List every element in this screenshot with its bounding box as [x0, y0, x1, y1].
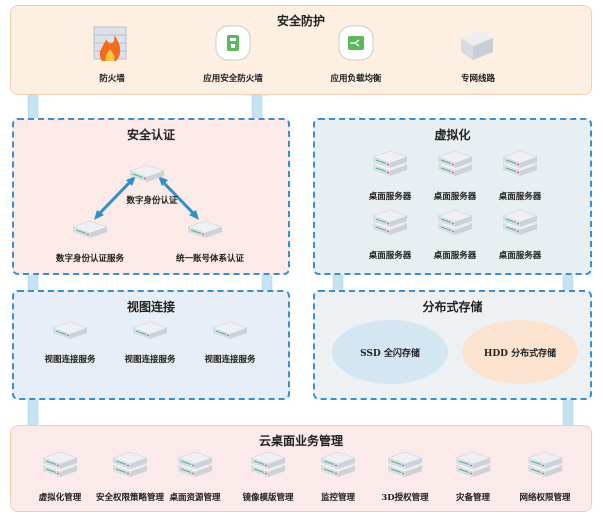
storage-title: 分布式存储 [422, 300, 483, 314]
server-icon [50, 320, 90, 346]
security-title: 安全防护 [276, 14, 325, 28]
auth-panel: 安全认证 [12, 118, 290, 275]
firewall-icon [90, 23, 130, 67]
waf-label: 应用安全防火墙 [203, 74, 263, 84]
hdd-label: HDD 分布式存储 [483, 348, 557, 359]
server-icon [210, 320, 250, 346]
mgmt-panel: 云桌面业务管理 [10, 425, 592, 512]
server-icon [370, 208, 410, 242]
hdd-storage: HDD 分布式存储 [462, 320, 578, 384]
server-icon [435, 149, 475, 183]
mgmt-item-label: 安全权限策略管理 [95, 493, 165, 503]
server-icon [435, 208, 475, 242]
server-icon [40, 450, 80, 484]
server-icon [185, 219, 225, 245]
server-icon [318, 450, 358, 484]
virt-server-label: 桌面服务器 [498, 192, 542, 202]
auth-right-label: 统一账号体系认证 [175, 254, 245, 264]
view-server-label: 视图连接服务 [44, 355, 96, 365]
view-title: 视图连接 [126, 300, 175, 314]
server-icon [248, 450, 288, 484]
virt-title: 虚拟化 [434, 128, 471, 142]
view-server-label: 视图连接服务 [204, 355, 256, 365]
mgmt-item-label: 网络权限管理 [519, 493, 571, 503]
virt-panel: 虚拟化 [313, 118, 592, 275]
load-balancer-icon [338, 25, 374, 65]
virt-server-label: 桌面服务器 [368, 192, 412, 202]
auth-title: 安全认证 [126, 128, 175, 142]
mgmt-item-label: 监控管理 [320, 493, 356, 503]
virt-server-label: 桌面服务器 [368, 251, 412, 261]
private-line-label: 专网线路 [460, 74, 496, 84]
mgmt-item-label: 桌面资源管理 [169, 493, 221, 503]
mgmt-item-label: 灾备管理 [455, 493, 491, 503]
server-icon [385, 450, 425, 484]
mgmt-title: 云桌面业务管理 [258, 434, 343, 448]
virt-server-label: 桌面服务器 [433, 251, 477, 261]
server-icon [130, 320, 170, 346]
server-icon [500, 149, 540, 183]
view-server-label: 视图连接服务 [124, 355, 176, 365]
waf-icon [215, 25, 251, 65]
server-icon [453, 450, 493, 484]
server-icon [370, 149, 410, 183]
firewall-label: 防火墙 [99, 74, 125, 84]
mgmt-item-label: 虚拟化管理 [38, 493, 82, 503]
ssd-storage: SSD 全闪存储 [332, 320, 448, 384]
virt-server-label: 桌面服务器 [498, 251, 542, 261]
virt-server-label: 桌面服务器 [433, 192, 477, 202]
server-icon [500, 208, 540, 242]
server-icon [525, 450, 565, 484]
auth-top-label: 数字身份认证 [126, 196, 178, 206]
mgmt-item-label: 镜像模版管理 [242, 493, 294, 503]
load-balancer-label: 应用负载均衡 [330, 74, 382, 84]
view-panel: 视图连接 [12, 290, 290, 400]
auth-left-label: 数字身份认证服务 [55, 254, 125, 264]
server-icon [110, 450, 150, 484]
server-icon [127, 163, 167, 189]
server-icon [175, 450, 215, 484]
ssd-label: SSD 全闪存储 [360, 348, 420, 359]
server-icon [70, 219, 110, 245]
mgmt-item-label: 3D授权管理 [381, 493, 429, 503]
private-line-icon [457, 26, 497, 66]
